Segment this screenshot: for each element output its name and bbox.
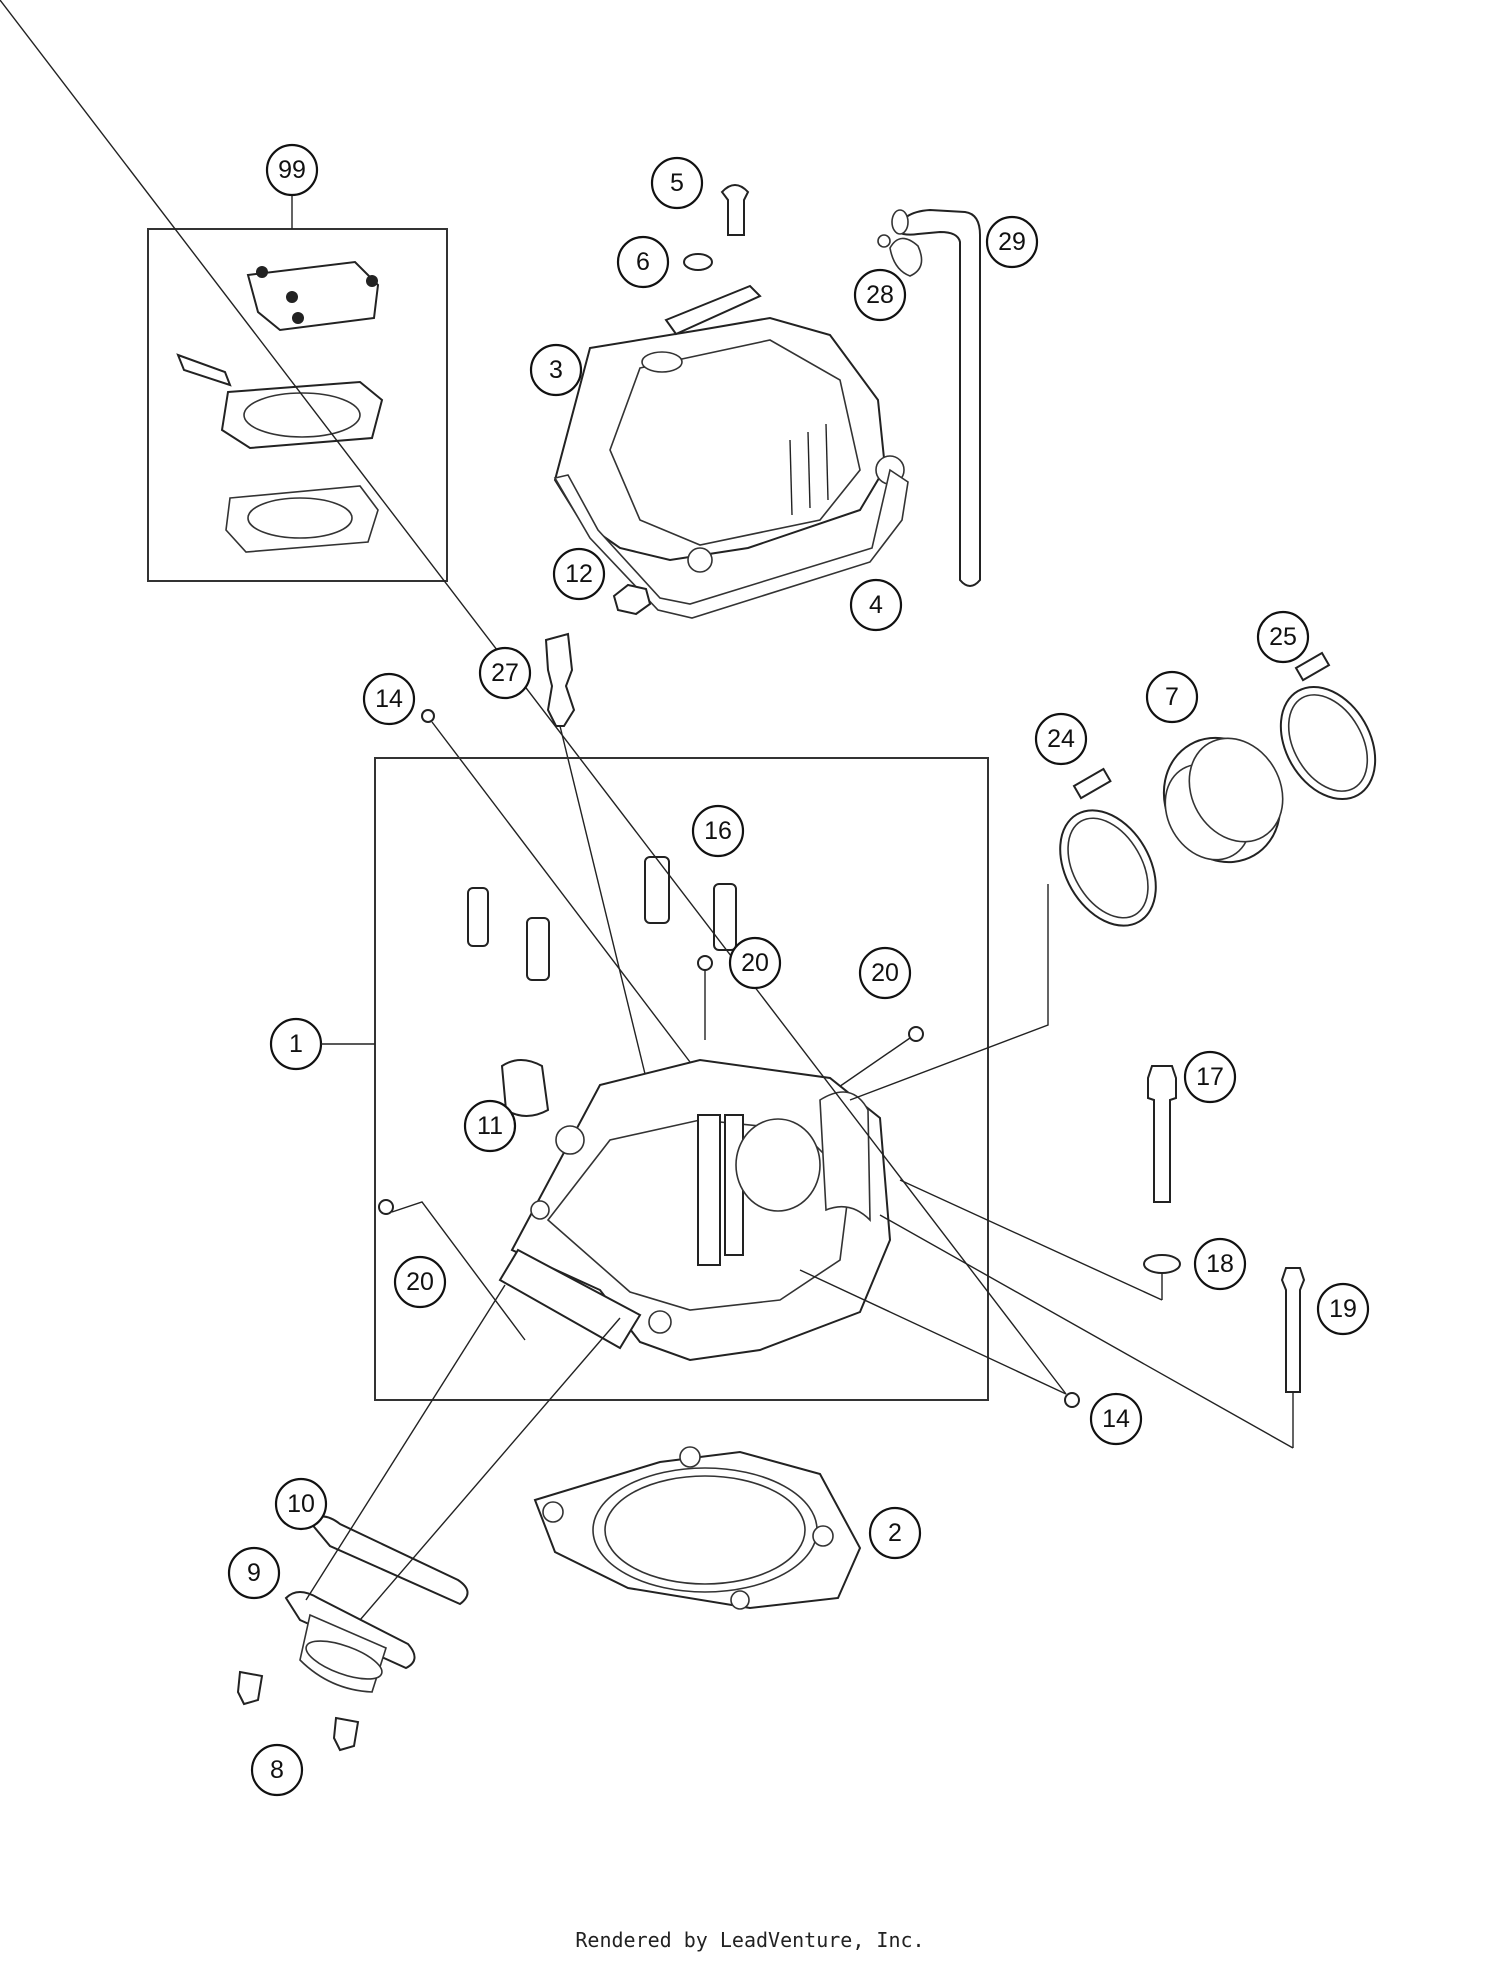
callout-4: 4: [849, 578, 903, 632]
callout-14-upper: 14: [362, 672, 416, 726]
gasket-kit-group: [147, 195, 448, 582]
exhaust-flange-group: [236, 1284, 621, 1752]
callout-18: 18: [1193, 1237, 1247, 1291]
svg-text:99: 99: [278, 156, 306, 184]
svg-text:8: 8: [270, 1756, 284, 1784]
cylinder-head-1: [498, 1058, 892, 1362]
gasket-kit-frame: [147, 228, 448, 582]
svg-text:25: 25: [1269, 623, 1297, 651]
bolt-group: [0, 0, 1306, 1449]
screw-8-right: [332, 1716, 360, 1752]
callout-9: 9: [227, 1546, 281, 1600]
flange-gasket-10: [308, 1515, 469, 1606]
callout-10: 10: [274, 1477, 328, 1531]
svg-text:3: 3: [549, 356, 563, 384]
callout-27: 27: [478, 646, 532, 700]
callout-17: 17: [1183, 1050, 1237, 1104]
callout-16: 16: [691, 804, 745, 858]
callout-8: 8: [250, 1743, 304, 1797]
bolt-17: [1147, 1065, 1177, 1203]
callout-20-left: 20: [393, 1255, 447, 1309]
valve-seat-11: [500, 1059, 550, 1117]
callout-2: 2: [868, 1506, 922, 1560]
svg-text:19: 19: [1329, 1295, 1357, 1323]
svg-text:6: 6: [636, 248, 650, 276]
svg-text:2: 2: [888, 1519, 902, 1547]
svg-text:11: 11: [477, 1112, 503, 1140]
screw-20-left: [378, 1199, 394, 1215]
screw-5: [720, 184, 750, 236]
hose-clamp-28: [889, 237, 923, 277]
intake-group: [849, 651, 1377, 1101]
svg-text:12: 12: [565, 560, 593, 588]
plug-screw-14-lower: [1064, 1392, 1080, 1408]
callout-6: 6: [616, 235, 670, 289]
svg-text:28: 28: [866, 281, 894, 309]
svg-text:29: 29: [998, 228, 1026, 256]
cylinder-head-frame: [374, 757, 989, 1401]
svg-text:18: 18: [1206, 1250, 1234, 1278]
valve-cover-gasket-4: [553, 468, 909, 619]
svg-text:17: 17: [1196, 1063, 1224, 1091]
screw-8-left: [236, 1670, 264, 1706]
bolt-19: [1280, 1267, 1306, 1393]
breather-hose-29: [896, 208, 981, 587]
svg-text:7: 7: [1165, 683, 1179, 711]
callout-3: 3: [529, 343, 583, 397]
svg-text:14: 14: [1102, 1405, 1130, 1433]
footer-credit: Rendered by LeadVenture, Inc.: [575, 1928, 925, 1952]
small-gasket: [176, 353, 232, 387]
svg-text:9: 9: [247, 1559, 261, 1587]
callout-7: 7: [1145, 670, 1199, 724]
callout-11: 11: [463, 1099, 517, 1153]
svg-text:27: 27: [491, 659, 519, 687]
valve-cover-gasket: [246, 260, 380, 332]
svg-text:20: 20: [741, 949, 769, 977]
valve-cover-group: [553, 184, 981, 619]
callout-14-lower: 14: [1089, 1392, 1143, 1446]
callout-19: 19: [1316, 1282, 1370, 1336]
callout-12: 12: [552, 547, 606, 601]
callout-25: 25: [1256, 610, 1310, 664]
svg-text:16: 16: [704, 817, 732, 845]
callout-29: 29: [985, 215, 1039, 269]
svg-text:24: 24: [1047, 725, 1075, 753]
washer-18: [1143, 1254, 1181, 1274]
callout-1: 1: [269, 1017, 323, 1071]
callout-20-right: 20: [858, 946, 912, 1000]
callout-99: 99: [265, 143, 319, 197]
plug-screw-14-upper: [421, 709, 435, 723]
svg-text:5: 5: [670, 169, 684, 197]
temperature-sensor-27: [544, 632, 576, 727]
svg-text:4: 4: [869, 591, 883, 619]
washer-6: [683, 253, 713, 271]
valve-guides-16: [467, 856, 737, 981]
callout-24: 24: [1034, 712, 1088, 766]
svg-text:14: 14: [375, 685, 403, 713]
svg-text:1: 1: [289, 1030, 303, 1058]
callout-28: 28: [853, 268, 907, 322]
sensor-group: [421, 632, 691, 1079]
screw-20-right: [908, 1026, 924, 1042]
callout-5: 5: [650, 156, 704, 210]
nut-12: [612, 583, 652, 616]
svg-text:20: 20: [871, 959, 899, 987]
svg-text:20: 20: [406, 1268, 434, 1296]
svg-text:10: 10: [287, 1490, 315, 1518]
callout-20-upper: 20: [728, 936, 782, 990]
screw-20-upper: [697, 955, 713, 971]
head-gasket-2: [533, 1446, 862, 1610]
